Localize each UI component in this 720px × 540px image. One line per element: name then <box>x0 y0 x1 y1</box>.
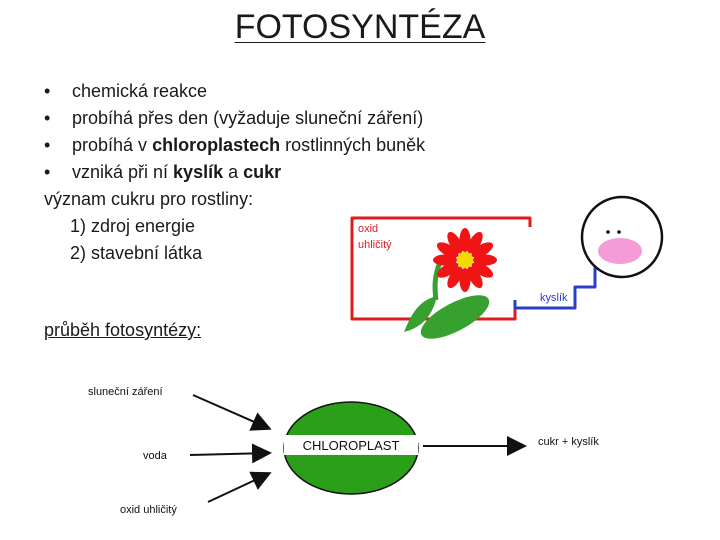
arrow-co2 <box>207 471 272 503</box>
arrow-sunlight <box>192 394 272 431</box>
arrow-water <box>189 443 272 464</box>
bullet-text: vzniká při ní kyslík a cukr <box>72 159 281 186</box>
bullet-text: probíhá v chloroplastech rostlinných bun… <box>72 132 425 159</box>
bullet-item: • chemická reakce <box>44 78 425 105</box>
bullet-text-bold: chloroplastech <box>152 135 281 155</box>
bullet-item: • vzniká při ní kyslík a cukr <box>44 159 425 186</box>
bullet-text-part: probíhá v <box>72 135 153 155</box>
output-label: cukr + kyslík <box>538 436 599 448</box>
bullet-dot: • <box>44 108 51 128</box>
chloroplast-label: CHLOROPLAST <box>303 438 400 453</box>
importance-heading: význam cukru pro rostliny: <box>44 189 254 209</box>
bullet-item: • probíhá v chloroplastech rostlinných b… <box>44 132 425 159</box>
co2-loop-line <box>350 216 532 321</box>
input-co2: oxid uhličitý <box>120 504 177 516</box>
co2-label-line2: uhličitý <box>358 239 392 251</box>
bullet-text: chemická reakce <box>72 81 208 101</box>
bullet-text-part: vzniká při ní <box>72 162 174 182</box>
bullet-text-part: rostlinných buněk <box>280 135 426 155</box>
face-icon <box>580 195 664 279</box>
process-heading: průběh fotosyntézy: <box>44 320 202 340</box>
flower-icon <box>404 228 497 339</box>
bullet-text-bold: kyslík <box>173 162 224 182</box>
bullet-text: probíhá přes den (vyžaduje sluneční záře… <box>72 108 424 128</box>
input-sunlight: sluneční záření <box>88 386 163 398</box>
bullet-text-bold: cukr <box>243 162 282 182</box>
co2-label-line1: oxid <box>358 223 378 235</box>
chloroplast-label-box <box>284 435 418 455</box>
bullet-text-part: a <box>223 162 244 182</box>
bullet-dot: • <box>44 135 51 155</box>
page-title: FOTOSYNTÉZA <box>234 8 486 46</box>
input-water: voda <box>143 450 168 462</box>
importance-item: 2) stavební látka <box>70 243 203 263</box>
oxygen-line <box>513 253 597 310</box>
bullet-dot: • <box>44 81 51 101</box>
process-diagram: sluneční záření voda oxid uhličitý CHLOR… <box>88 386 599 516</box>
bullet-list: • chemická reakce • probíhá přes den (vy… <box>44 78 425 186</box>
bullet-item: • probíhá přes den (vyžaduje sluneční zá… <box>44 105 425 132</box>
importance-item: 1) zdroj energie <box>70 216 196 236</box>
oxygen-label: kyslík <box>540 292 568 304</box>
bullet-dot: • <box>44 162 51 182</box>
